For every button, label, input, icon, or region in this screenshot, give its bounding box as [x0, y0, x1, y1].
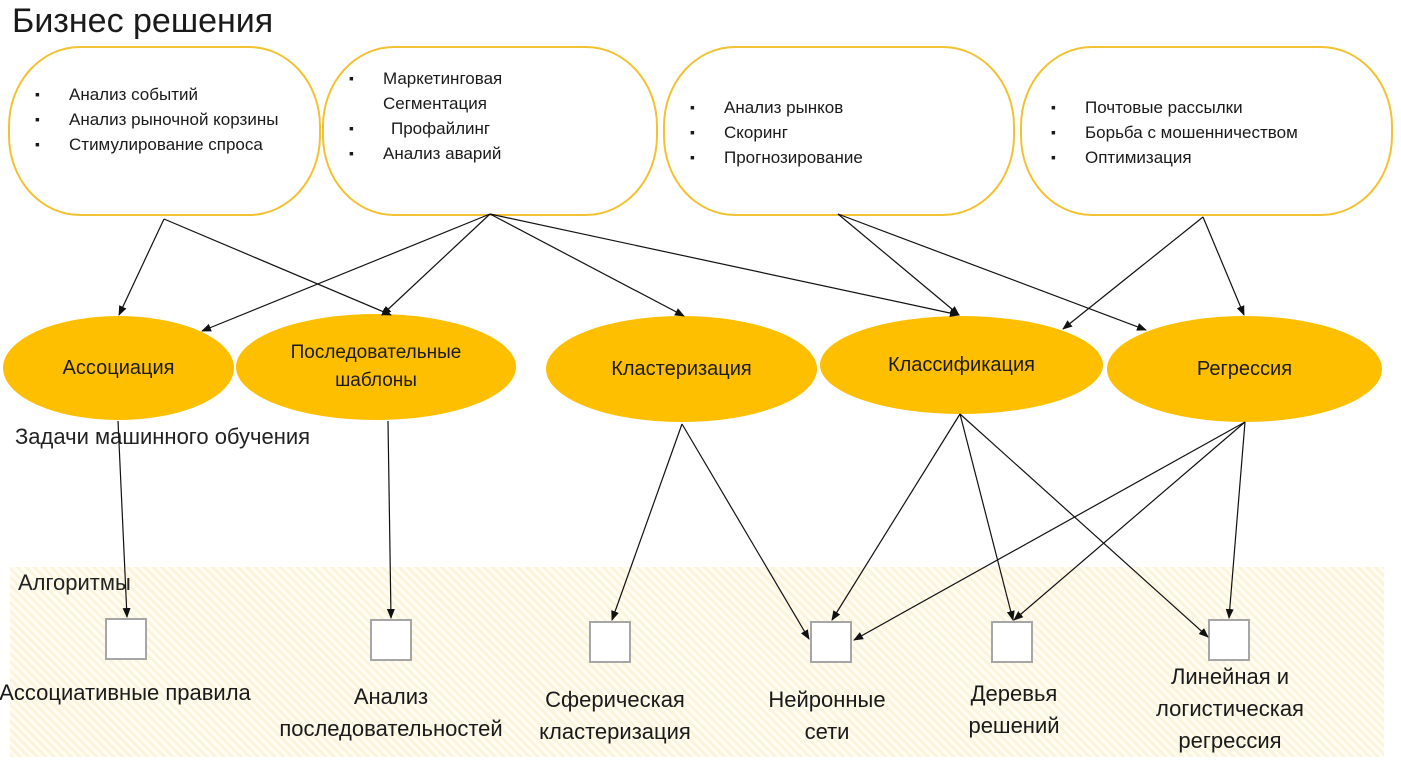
business-item: Анализ аварий [349, 141, 549, 166]
business-item: Скоринг [690, 120, 990, 145]
business-item: Стимулирование спроса [35, 132, 305, 157]
algo-label: Ассоциативные правила [0, 680, 251, 705]
arrow [1013, 421, 1246, 621]
business-item: Почтовые рассылки [1051, 95, 1371, 120]
business-box-3: Анализ рынков Скоринг Прогнозирование [663, 46, 1015, 216]
arrow [489, 213, 685, 317]
business-item: Анализ событий [35, 82, 305, 107]
arrow [959, 413, 1015, 621]
task-label: Последовательные шаблоны [290, 342, 462, 391]
algo-label: Сферическая кластеризация [539, 687, 691, 744]
task-label: Ассоциация [62, 357, 175, 379]
arrow [831, 413, 961, 621]
business-item: Прогнозирование [690, 145, 990, 170]
arrow [959, 413, 1209, 638]
business-box-1: Анализ событий Анализ рыночной корзины С… [8, 46, 321, 216]
business-item: Профайлинг [349, 116, 549, 141]
algo-box-sequence-analysis [370, 619, 412, 661]
algo-box-spherical-clustering [589, 621, 631, 663]
arrow [489, 213, 960, 318]
task-classification: Классификация [820, 316, 1103, 414]
arrow [837, 213, 1147, 331]
business-box-4: Почтовые рассылки Борьба с мошенничество… [1020, 46, 1393, 216]
business-item: Анализ рыночной корзины [35, 107, 305, 132]
arrow [163, 218, 392, 316]
arrow [117, 420, 131, 618]
page-title: Бизнес решения [12, 2, 274, 40]
arrow [853, 421, 1246, 641]
task-label: Кластеризация [611, 358, 752, 380]
business-item: Маркетинговая Сегментация [349, 66, 549, 116]
task-regression: Регрессия [1107, 316, 1382, 422]
task-sequential-patterns: Последовательные шаблоны [236, 314, 516, 420]
arrow [1202, 216, 1245, 316]
business-item: Борьба с мошенничеством [1051, 120, 1371, 145]
arrow [386, 420, 395, 619]
arrow [1062, 216, 1204, 330]
arrow [201, 213, 491, 332]
algo-label: Линейная и логистическая регрессия [1156, 664, 1304, 753]
task-clustering: Кластеризация [546, 316, 817, 422]
arrow [381, 213, 491, 316]
arrow [681, 423, 810, 640]
algorithms-band [10, 567, 1384, 757]
ml-tasks-label: Задачи машинного обучения [15, 424, 311, 449]
algo-label: Анализ последовательностей [279, 684, 503, 741]
task-label: Регрессия [1196, 358, 1293, 380]
algo-label: Деревья решений [968, 681, 1060, 738]
arrow [837, 213, 960, 316]
algo-box-association-rules [105, 618, 147, 660]
task-association: Ассоциация [3, 316, 234, 420]
business-item: Оптимизация [1051, 145, 1371, 170]
algo-box-neural-networks [810, 621, 852, 663]
arrow [611, 423, 683, 621]
algo-label: Нейронные сети [768, 687, 886, 744]
algorithms-label: Алгоритмы [18, 570, 131, 595]
algo-box-decision-trees [991, 621, 1033, 663]
business-box-2: Маркетинговая Сегментация Профайлинг Ана… [322, 46, 658, 216]
algo-box-linear-logistic-regression [1208, 619, 1250, 661]
business-item: Анализ рынков [690, 95, 990, 120]
arrow [118, 218, 165, 316]
arrow [1225, 421, 1246, 619]
task-label: Классификация [887, 354, 1035, 376]
